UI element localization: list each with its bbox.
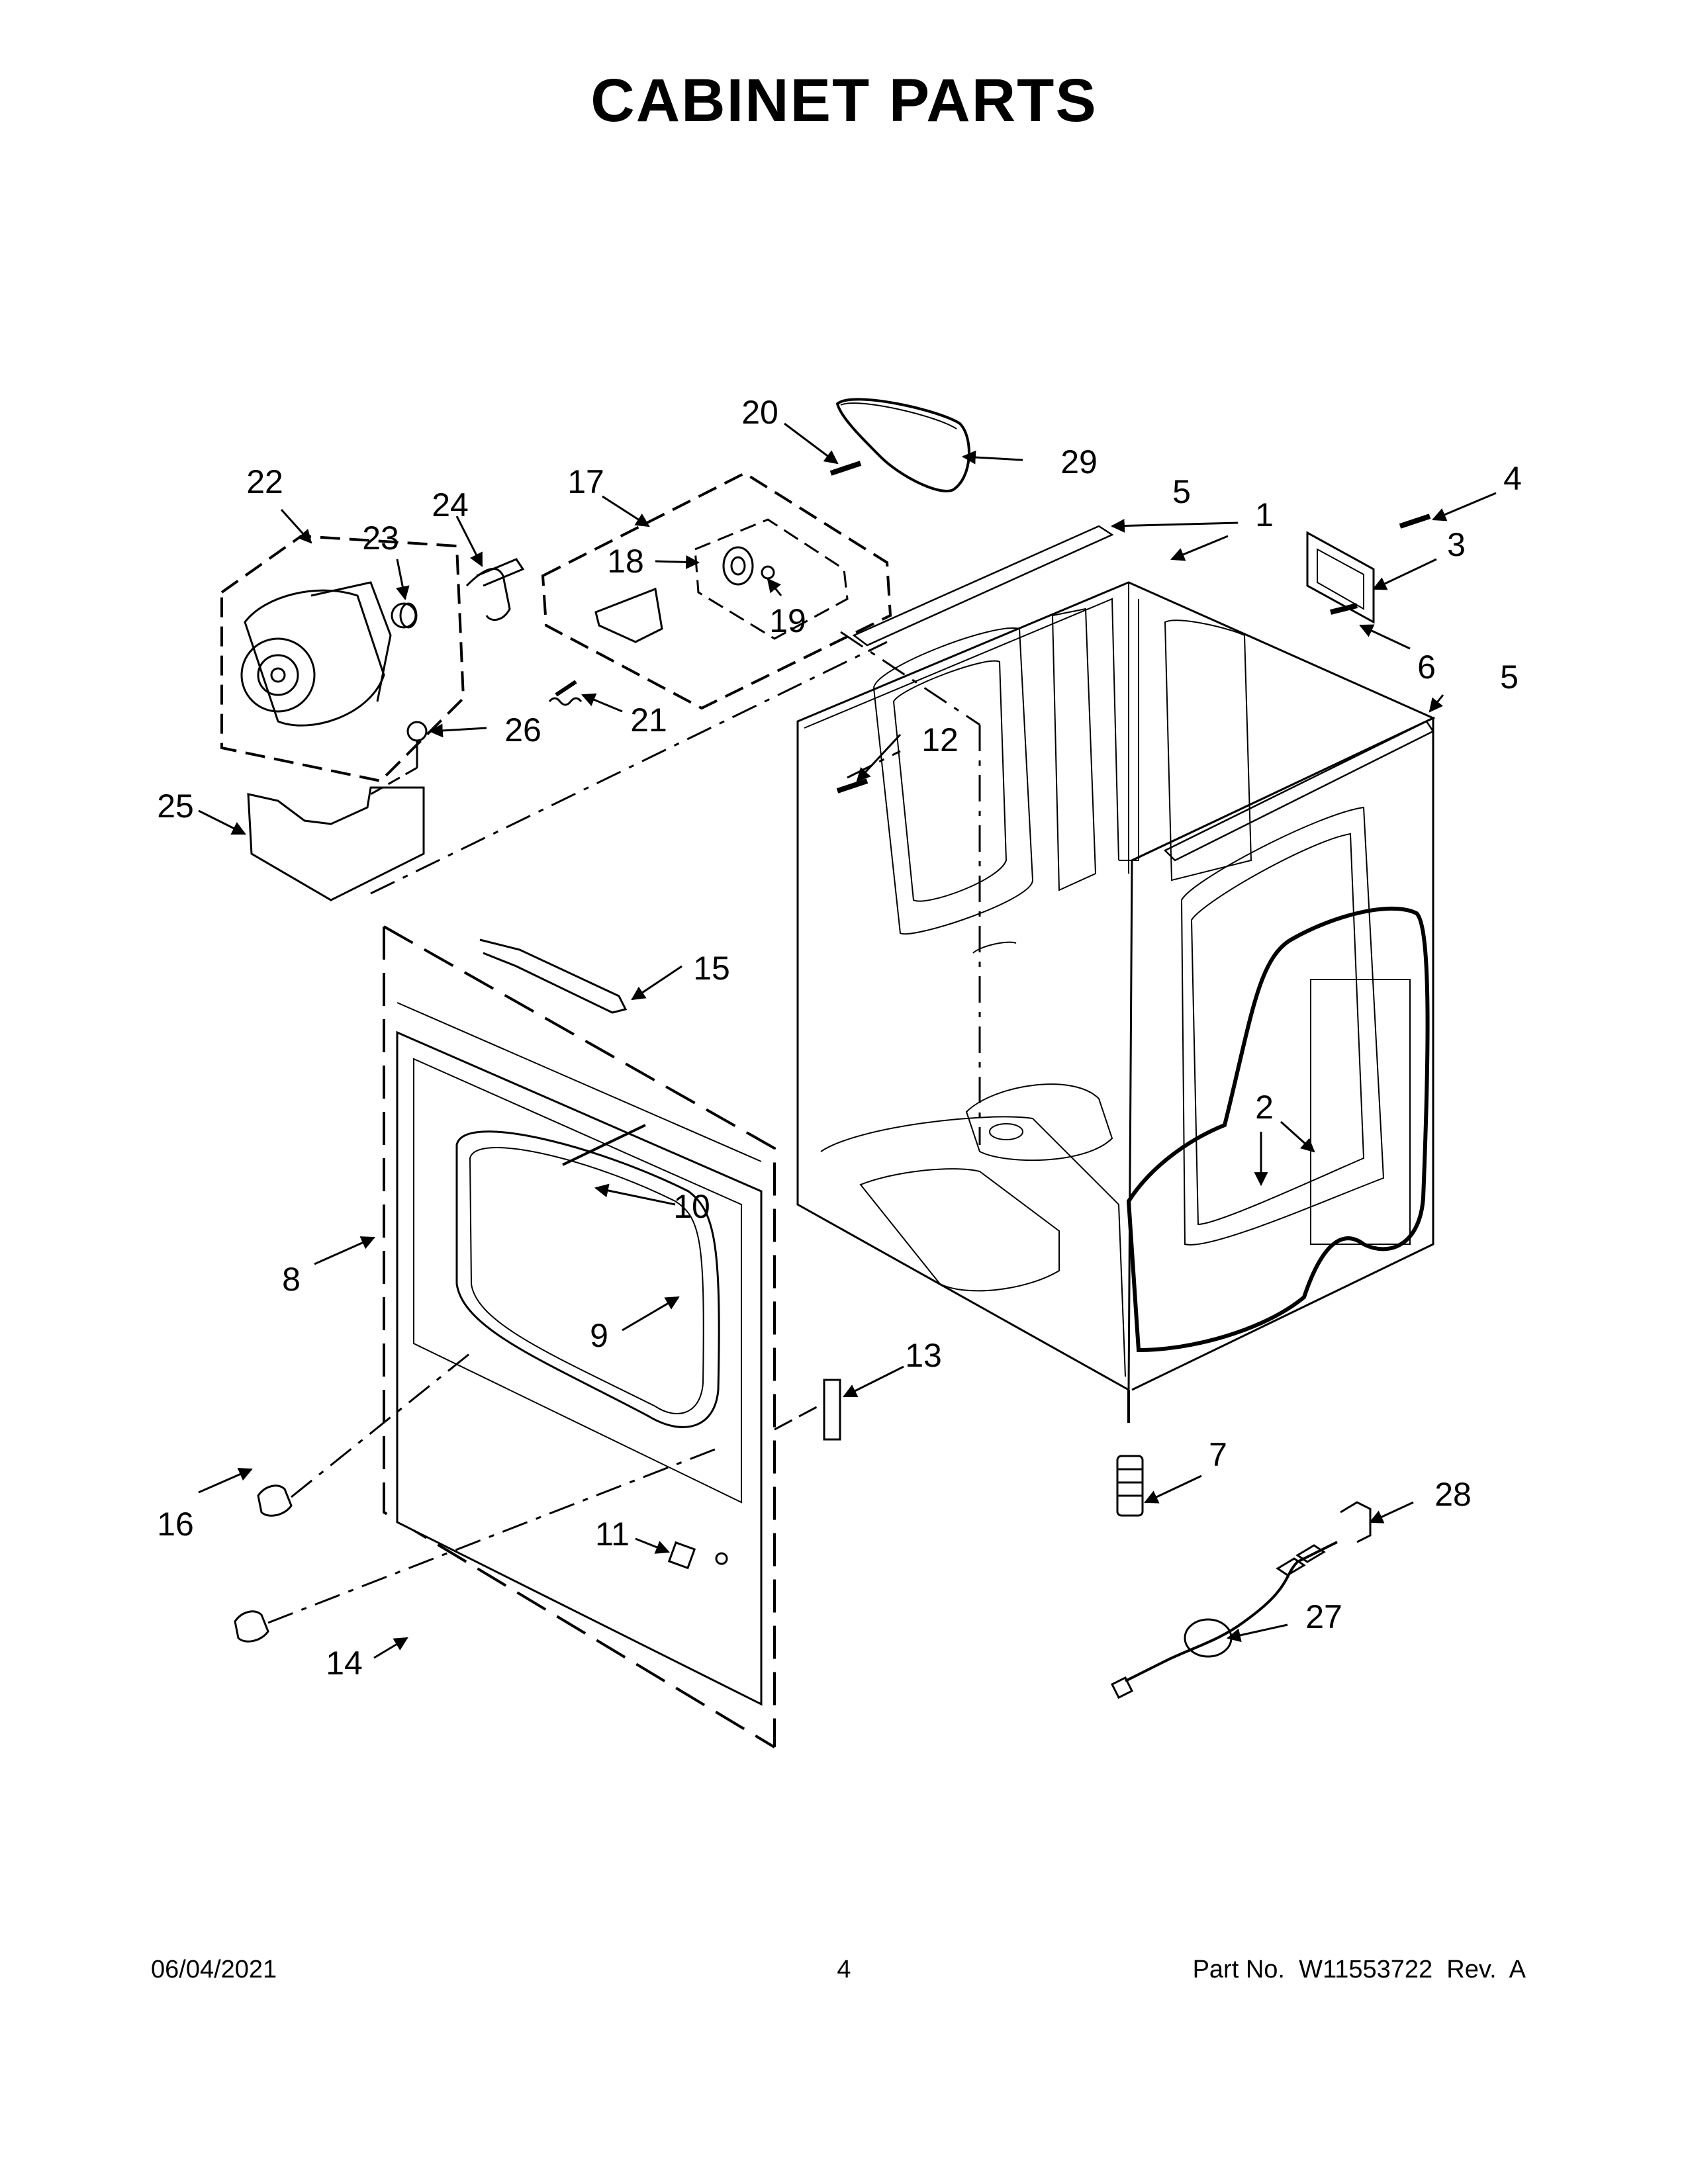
page-title: CABINET PARTS <box>590 67 1098 134</box>
callout-19: 19 <box>769 602 806 639</box>
callout-4: 4 <box>1503 460 1522 497</box>
callout-3: 3 <box>1447 526 1466 563</box>
callout-17: 17 <box>567 463 604 500</box>
callout-5b: 5 <box>1500 659 1519 696</box>
callout-20: 20 <box>741 394 778 431</box>
alignment-lines <box>370 631 981 1145</box>
callout-12: 12 <box>921 721 959 758</box>
drive-motor-assembly <box>220 534 525 901</box>
callout-8: 8 <box>282 1261 301 1298</box>
footer-date: 06/04/2021 <box>151 1956 277 1983</box>
callout-13: 13 <box>905 1337 942 1374</box>
callout-27: 27 <box>1305 1598 1342 1635</box>
callout-18: 18 <box>607 543 644 580</box>
callout-1: 1 <box>1255 496 1274 533</box>
callout-6: 6 <box>1417 649 1436 686</box>
callout-21: 21 <box>630 702 667 739</box>
footer-page-number: 4 <box>837 1956 851 1983</box>
side-panel-insulation <box>1126 906 1430 1353</box>
callout-11: 11 <box>595 1516 630 1553</box>
callout-9: 9 <box>590 1317 608 1354</box>
callout-16: 16 <box>157 1506 194 1543</box>
callout-29: 29 <box>1060 443 1098 480</box>
callout-2: 2 <box>1255 1089 1274 1126</box>
idler-assembly <box>541 398 970 710</box>
callout-7: 7 <box>1209 1436 1227 1473</box>
front-panel-assembly <box>234 925 841 1749</box>
callout-labels: 1 2 3 4 5 5 6 7 8 9 10 11 12 13 14 15 16… <box>157 394 1522 1682</box>
callout-15: 15 <box>693 950 730 987</box>
callout-5a: 5 <box>1172 473 1191 510</box>
callout-arrows <box>198 422 1497 1659</box>
cabinet <box>796 525 1436 1423</box>
loose-parts <box>548 461 1431 1700</box>
callout-23: 23 <box>362 520 399 557</box>
footer-part-number: Part No. W11553722 Rev. A <box>1192 1956 1526 1983</box>
callout-25: 25 <box>157 788 194 825</box>
callout-24: 24 <box>432 486 469 523</box>
callout-22: 22 <box>246 463 283 500</box>
callout-14: 14 <box>326 1645 363 1682</box>
callout-10: 10 <box>673 1188 710 1225</box>
callout-28: 28 <box>1434 1476 1472 1513</box>
callout-26: 26 <box>504 711 541 749</box>
